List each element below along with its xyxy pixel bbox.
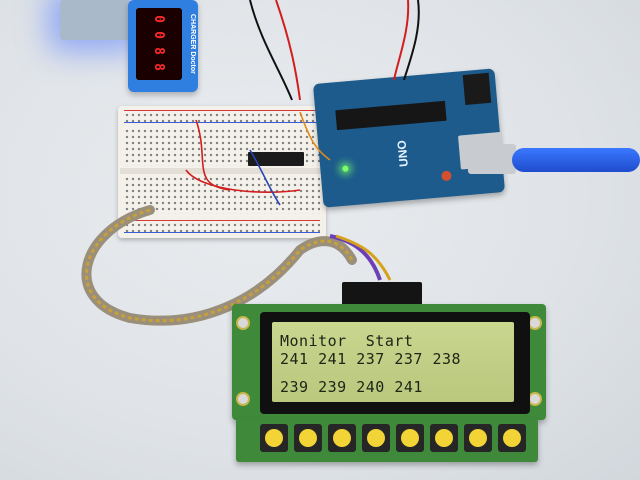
- wire-bundle: [335, 234, 392, 281]
- button-cap: [503, 429, 521, 447]
- rail-holes: [124, 112, 320, 122]
- lcd-line-1: Monitor Start: [280, 332, 414, 350]
- lcd-line-2: 241 241 237 237 238: [280, 350, 462, 368]
- usb-connector: [468, 144, 516, 174]
- wire-black: [249, 0, 293, 101]
- usb-cable: [512, 148, 640, 172]
- breadboard-holes: [124, 176, 320, 214]
- push-button-7[interactable]: [464, 424, 492, 452]
- wire-red: [185, 169, 301, 194]
- push-button-6[interactable]: [430, 424, 458, 452]
- button-cap: [469, 429, 487, 447]
- power-rail-blue: [124, 122, 320, 123]
- mounting-hole: [236, 316, 250, 330]
- ic-chip: [248, 152, 304, 166]
- mounting-hole: [236, 392, 250, 406]
- breadboard: [118, 106, 326, 238]
- button-cap: [367, 429, 385, 447]
- header-connector: [342, 282, 422, 308]
- lcd-module-board: Monitor Start 241 241 237 237 238 239 23…: [232, 304, 546, 420]
- wire-black: [403, 0, 420, 81]
- mounting-hole: [528, 316, 542, 330]
- push-button-4[interactable]: [362, 424, 390, 452]
- meter-label: CHARGER Doctor: [189, 14, 196, 74]
- wire-blue: [249, 149, 281, 206]
- wire-orange: [299, 111, 331, 161]
- rail-holes: [124, 222, 320, 232]
- push-button-5[interactable]: [396, 424, 424, 452]
- mounting-hole: [528, 392, 542, 406]
- lcd-bezel: Monitor Start 241 241 237 237 238 239 23…: [260, 312, 530, 414]
- power-rail-blue: [124, 232, 320, 233]
- push-button-2[interactable]: [294, 424, 322, 452]
- lcd-screen: Monitor Start 241 241 237 237 238 239 23…: [272, 322, 514, 402]
- meter-display: 0 0 8 8: [136, 8, 182, 80]
- button-cap: [401, 429, 419, 447]
- power-rail-red: [124, 110, 320, 111]
- wire-red: [195, 119, 231, 191]
- wire-red: [393, 0, 410, 81]
- button-cap: [333, 429, 351, 447]
- button-board: [236, 418, 538, 462]
- push-button-3[interactable]: [328, 424, 356, 452]
- lcd-line-3: 239 239 240 241: [280, 378, 423, 396]
- button-cap: [299, 429, 317, 447]
- push-button-1[interactable]: [260, 424, 288, 452]
- breadboard-channel: [120, 168, 324, 174]
- button-cap: [265, 429, 283, 447]
- wire-red: [275, 0, 301, 101]
- ribbon-cable-stripe: [85, 208, 354, 323]
- usb-plug: [60, 0, 130, 40]
- power-rail-red: [124, 220, 320, 221]
- wire-bundle: [329, 234, 382, 281]
- button-cap: [435, 429, 453, 447]
- usb-charger-doctor: 0 0 8 8 CHARGER Doctor: [128, 0, 198, 92]
- push-button-8[interactable]: [498, 424, 526, 452]
